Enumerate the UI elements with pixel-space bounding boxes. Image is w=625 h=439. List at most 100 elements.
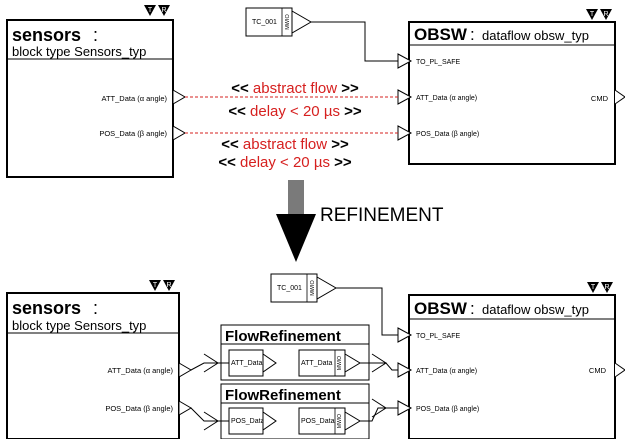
fr2-wire-out bbox=[360, 407, 398, 422]
sensors-bottom-att-port-label: ATT_Data (α angle) bbox=[108, 366, 174, 375]
refinement-arrow: REFINEMENT bbox=[276, 180, 444, 262]
fr1-in-port bbox=[262, 353, 277, 373]
fr2-out-label: POS_Data bbox=[301, 418, 335, 425]
obsw-title: OBSW bbox=[414, 25, 468, 44]
badge-r-shape-bottom-obsw bbox=[601, 282, 613, 293]
flow1-stereotype: abstract flow bbox=[253, 80, 337, 97]
delay2-close: >> bbox=[330, 154, 352, 171]
flow-refinement-att: FlowRefinement ATT_Data ATT_Data MWIO bbox=[190, 324, 398, 381]
delay1-constraint: delay < 20 µs bbox=[250, 103, 340, 120]
sensors-bottom-colon: : bbox=[93, 298, 98, 318]
fr2-out-port bbox=[344, 411, 361, 431]
tc001-bottom-out-port bbox=[316, 276, 337, 300]
sensors-att-port-label: ATT_Data (α angle) bbox=[102, 94, 168, 103]
delay1-close: >> bbox=[340, 103, 362, 120]
sensors-bottom-type: block type Sensors_typ bbox=[12, 318, 146, 333]
obsw-bottom-cmd-out-port bbox=[614, 362, 625, 378]
tc001-bottom-box bbox=[270, 273, 318, 303]
sensors-pos-out-port bbox=[172, 125, 186, 141]
fr1-wire-in bbox=[190, 362, 229, 371]
tc001-block-bottom: TC_001 MWIO bbox=[270, 273, 398, 336]
obsw-bottom-att-label: ATT_Data (α angle) bbox=[416, 368, 477, 375]
obsw-bottom-type: dataflow obsw_typ bbox=[482, 302, 589, 317]
badge-t-bottom-sensors: T bbox=[153, 282, 158, 289]
delay-2-label: << delay < 20 µs >> bbox=[218, 154, 352, 171]
tc001-label: TC_001 bbox=[252, 19, 277, 26]
badge-t-shape-bottom-sensors bbox=[149, 280, 161, 291]
tc001-bottom-to-obsw-line bbox=[336, 287, 398, 336]
obsw-pl-safe-in-port bbox=[397, 53, 413, 69]
badge-r-shape-top-sensors bbox=[158, 5, 170, 16]
fr2-in-port bbox=[262, 411, 277, 431]
delay2-constraint: delay < 20 µs bbox=[240, 154, 330, 171]
flow1-close: >> bbox=[337, 80, 359, 97]
flow2-stereotype: abstract flow bbox=[243, 136, 327, 153]
sensors-bottom-pos-port-label: POS_Data (β angle) bbox=[105, 404, 173, 413]
obsw-cmd-out-port bbox=[614, 89, 625, 105]
badge-r-bottom-sensors: R bbox=[166, 282, 171, 289]
obsw-pos-label: POS_Data (β angle) bbox=[416, 131, 479, 138]
sensors-colon: : bbox=[93, 25, 98, 45]
obsw-type: dataflow obsw_typ bbox=[482, 28, 589, 43]
sensors-title: sensors bbox=[12, 25, 81, 45]
sensors-block-frame bbox=[6, 19, 174, 178]
sensors-att-out-port bbox=[172, 89, 186, 105]
fr1-out-box bbox=[298, 349, 346, 377]
flow-refinement-att-title: FlowRefinement bbox=[225, 328, 341, 345]
flow-refinement-pos: FlowRefinement POS_Data POS_Data MWIO bbox=[190, 383, 398, 439]
obsw-colon: : bbox=[470, 25, 475, 44]
fr1-out-port bbox=[344, 353, 361, 373]
fr2-out-box bbox=[298, 407, 346, 435]
badge-t-shape-top-obsw bbox=[586, 9, 598, 20]
badge-t-top-sensors: T bbox=[148, 7, 153, 14]
tc001-box bbox=[245, 7, 293, 37]
sensors-block-top: sensors : block type Sensors_typ ATT_Dat… bbox=[6, 19, 186, 178]
tc001-mwio: MWIO bbox=[285, 13, 291, 29]
obsw-att-label: ATT_Data (α angle) bbox=[416, 95, 477, 102]
refinement-label: REFINEMENT bbox=[320, 205, 444, 226]
sensors-top-badges: T R bbox=[144, 5, 170, 16]
badge-r-top-sensors: R bbox=[161, 7, 166, 14]
tc001-bottom-mwio: MWIO bbox=[310, 279, 316, 295]
delay2-open: << bbox=[218, 154, 240, 171]
tc001-out-port bbox=[291, 10, 312, 34]
obsw-bottom-pl-safe-in-port bbox=[397, 327, 413, 343]
fr2-in-label: POS_Data bbox=[231, 418, 265, 425]
badge-t-shape-top-sensors bbox=[144, 5, 156, 16]
obsw-bottom-pos-label: POS_Data (β angle) bbox=[416, 406, 479, 413]
obsw-bottom-colon: : bbox=[470, 299, 475, 318]
badge-t-bottom-obsw: T bbox=[591, 284, 596, 291]
sensors-type: block type Sensors_typ bbox=[12, 44, 146, 59]
fr2-wire-in bbox=[190, 407, 229, 422]
flow2-open: << bbox=[221, 136, 243, 153]
fr1-mwio: MWIO bbox=[337, 356, 343, 370]
sensors-bottom-att-out-port bbox=[178, 362, 192, 378]
obsw-cmd-label: CMD bbox=[591, 94, 609, 103]
obsw-top-badges: T R bbox=[586, 9, 612, 20]
badge-r-shape-bottom-sensors bbox=[163, 280, 175, 291]
refinement-arrow-shaft bbox=[288, 180, 304, 222]
tc001-block-top: TC_001 MWIO bbox=[245, 7, 398, 62]
sensors-block-bottom: sensors : block type Sensors_typ ATT_Dat… bbox=[6, 292, 192, 439]
badge-t-shape-bottom-obsw bbox=[587, 282, 599, 293]
sensors-bottom-badges: T R bbox=[149, 280, 175, 291]
badge-r-bottom-obsw: R bbox=[604, 284, 609, 291]
badge-r-shape-top-obsw bbox=[600, 9, 612, 20]
tc001-to-obsw-line bbox=[311, 21, 398, 62]
badge-t-top-obsw: T bbox=[590, 11, 595, 18]
sensors-pos-port-label: POS_Data (β angle) bbox=[99, 129, 167, 138]
flow-refinement-pos-title: FlowRefinement bbox=[225, 387, 341, 404]
tc001-bottom-label: TC_001 bbox=[277, 285, 302, 292]
sensors-bottom-title: sensors bbox=[12, 298, 81, 318]
obsw-bottom-cmd-label: CMD bbox=[589, 366, 607, 375]
obsw-bottom-title: OBSW bbox=[414, 299, 468, 318]
fr1-in-label: ATT_Data bbox=[231, 360, 262, 367]
obsw-bottom-badges: T R bbox=[587, 282, 613, 293]
delay1-open: << bbox=[228, 103, 250, 120]
fr1-wire-out bbox=[360, 362, 398, 371]
sensors-block-bottom-frame bbox=[6, 292, 180, 439]
flow2-close: >> bbox=[327, 136, 349, 153]
abstract-flow-1-label: << abstract flow >> bbox=[231, 80, 359, 97]
obsw-block-bottom: OBSW : dataflow obsw_typ TO_PL_SAFE ATT_… bbox=[397, 294, 625, 439]
